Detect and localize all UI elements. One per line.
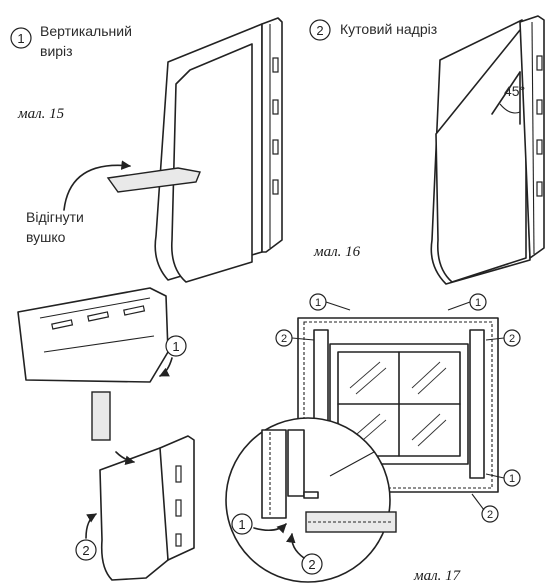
fig17-callout-2-number: 2 (509, 333, 515, 345)
step-2-number: 2 (316, 23, 323, 38)
fig17-callout-1-number: 1 (315, 297, 321, 309)
step-1-title: Вертикальний (40, 23, 132, 39)
fig16-slot (536, 139, 543, 155)
fig16-slot (536, 181, 543, 197)
figure-16: 2 Кутовий надріз 45° мал. 16 (309, 15, 545, 285)
fig15-slot (272, 57, 279, 73)
vertical-j-front (159, 435, 195, 561)
zoom-callout-1 (231, 513, 253, 535)
step-1-marker (10, 27, 32, 49)
figure-15: 1 Вертикальний виріз мал. 15 Відігнути в… (10, 17, 283, 283)
fig15-note-arrow (63, 160, 131, 211)
vertical-j-slot (175, 533, 182, 547)
fig17-callout-1-number: 1 (475, 297, 481, 309)
fig15-note-line2: вушко (26, 229, 66, 245)
fig15-bent-tab (106, 167, 201, 193)
top-j-slot (123, 305, 146, 316)
fig15-panel-front (170, 43, 253, 283)
trim-right (469, 329, 485, 479)
left-callout-1 (165, 335, 187, 357)
step-2-title: Кутовий надріз (340, 21, 437, 37)
figure-j-channel-overlap: 1 2 (17, 287, 195, 581)
figure-17: 1 1 2 2 1 2 1 2 мал. 17 (225, 293, 521, 584)
figure-17-caption: мал. 17 (413, 568, 462, 584)
fig15-slot (272, 139, 279, 155)
zoom-callout-2 (301, 553, 323, 575)
top-j-channel (17, 287, 169, 383)
vertical-j-channel (99, 447, 169, 581)
zoom-callout-2-number: 2 (308, 557, 315, 572)
figure-15-caption: мал. 15 (17, 106, 65, 122)
vertical-j-slot (175, 499, 182, 517)
step-1-number: 1 (17, 31, 24, 46)
fig17-callout-2-number: 2 (487, 509, 493, 521)
fig16-slot (536, 55, 543, 71)
figure-16-caption: мал. 16 (313, 244, 361, 260)
fig16-angle-ray (491, 71, 521, 115)
fig15-slot (272, 179, 279, 195)
left-callout-2-number: 2 (82, 543, 89, 558)
step-2-marker (309, 19, 331, 41)
left-callout-1-number: 1 (172, 339, 179, 354)
fig17-callout-2-number: 2 (281, 333, 287, 345)
fig15-j-channel (261, 17, 283, 253)
hanging-tab (91, 391, 111, 441)
fig16-slot (536, 99, 543, 115)
zoom-leader (329, 451, 375, 477)
fig16-j-channel (519, 15, 545, 259)
fig16-angle-arc (499, 103, 521, 114)
fig15-note: Відігнути (26, 209, 84, 225)
fig17-callout-2 (481, 505, 499, 523)
vertical-j-slot (175, 465, 182, 483)
fig15-slot (272, 99, 279, 115)
top-j-slot (87, 311, 110, 322)
fig16-angle-label: 45° (504, 83, 525, 99)
fig17-callout-1-number: 1 (509, 473, 515, 485)
zoom-callout-1-number: 1 (238, 517, 245, 532)
top-j-slot (51, 319, 74, 330)
step-1-title-line2: виріз (40, 43, 73, 59)
left-callout-2 (75, 539, 97, 561)
